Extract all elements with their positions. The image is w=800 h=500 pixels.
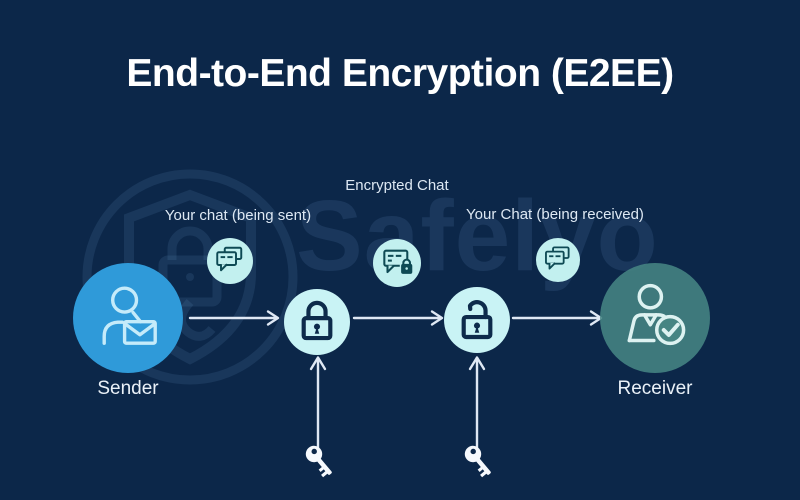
chat-lock-icon bbox=[378, 242, 416, 285]
key-icon bbox=[301, 441, 347, 492]
arrow-sender-to-lock bbox=[188, 307, 281, 334]
chat-bubbles-icon bbox=[541, 241, 575, 280]
watermark-brand-text: Safelyo bbox=[296, 180, 659, 292]
arrow-key-to-lock bbox=[307, 354, 329, 455]
arrow-lock-to-receiver bbox=[511, 307, 604, 334]
person-envelope-icon bbox=[94, 282, 162, 355]
person-check-icon bbox=[620, 281, 690, 356]
receiver-node bbox=[600, 263, 710, 373]
padlock-open-icon bbox=[458, 295, 496, 346]
sender-node bbox=[73, 263, 183, 373]
arrow-lock-to-lock bbox=[352, 307, 445, 334]
encrypted-lock-node bbox=[284, 289, 350, 355]
encrypted-chat-badge bbox=[373, 239, 421, 287]
padlock-closed-icon bbox=[298, 297, 336, 348]
chat-sent-badge bbox=[207, 238, 253, 284]
key-icon bbox=[460, 441, 506, 492]
chat-received-badge bbox=[536, 238, 580, 282]
chat-sent-label: Your chat (being sent) bbox=[164, 207, 312, 224]
sender-label: Sender bbox=[97, 378, 159, 399]
page-title: End-to-End Encryption (E2EE) bbox=[126, 52, 674, 95]
arrow-key-to-lock bbox=[466, 354, 488, 455]
chat-bubbles-icon bbox=[212, 241, 248, 282]
receiver-label: Receiver bbox=[617, 378, 693, 399]
encrypted-chat-label: Encrypted Chat bbox=[345, 177, 449, 194]
decrypted-lock-node bbox=[444, 287, 510, 353]
chat-received-label: Your Chat (being received) bbox=[466, 206, 644, 223]
